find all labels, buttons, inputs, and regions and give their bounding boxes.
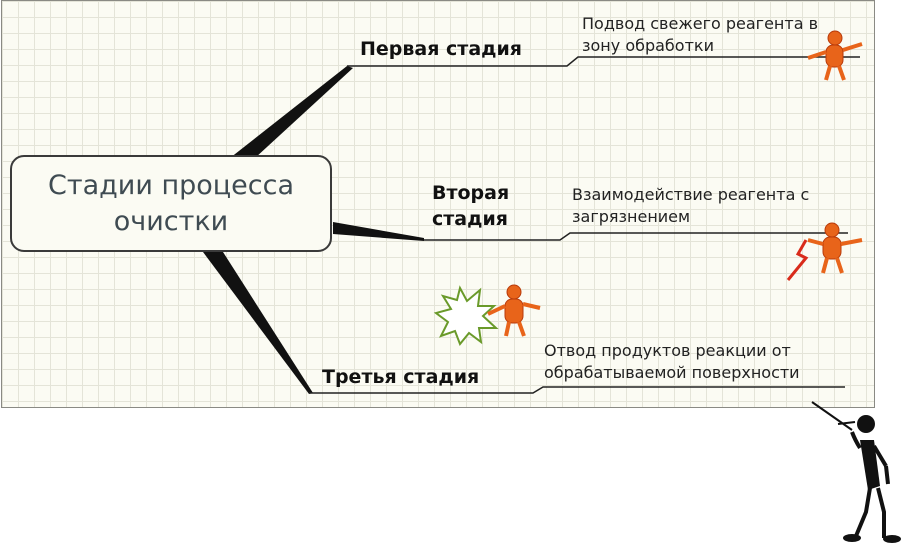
branch-connector-2	[333, 222, 424, 241]
branch-underline-2	[424, 232, 848, 241]
branch-note-1: Подвод свежего реагента в зону обработки	[582, 13, 818, 57]
branch-connector-1	[230, 66, 353, 158]
branch-note-2-line-1: Взаимодействие реагента с	[572, 185, 810, 204]
burst-icon	[433, 285, 499, 346]
branch-label-2[interactable]: Вторая стадия	[432, 180, 509, 232]
zigzag-icon	[786, 239, 809, 281]
reagent-figure-1	[807, 30, 863, 81]
branch-note-1-line-2: зону обработки	[582, 36, 714, 55]
central-topic-line-1: Стадии процесса	[47, 169, 294, 201]
branch-underline-1	[347, 56, 860, 67]
branch-note-3-line-2: обрабатываемой поверхности	[544, 363, 800, 382]
branch-label-2-line-1: Вторая	[432, 182, 510, 204]
branch-note-2-line-2: загрязнением	[572, 207, 691, 226]
branch-label-3[interactable]: Третья стадия	[322, 366, 480, 388]
reagent-figure-2	[786, 222, 863, 281]
branch-note-3-line-1: Отвод продуктов реакции от	[544, 341, 791, 360]
branch-note-2: Взаимодействие реагента с загрязнением	[572, 184, 809, 228]
branch-underline-3	[309, 386, 845, 394]
branch-label-2-line-2: стадия	[432, 208, 508, 230]
mind-map-canvas	[1, 0, 875, 408]
branch-connector-3	[203, 252, 313, 394]
branch-label-1[interactable]: Первая стадия	[360, 38, 523, 60]
branch-note-1-line-1: Подвод свежего реагента в	[582, 14, 819, 33]
central-topic[interactable]: Стадии процесса очистки	[10, 155, 332, 252]
reagent-figure-3	[487, 284, 541, 337]
pointing-stickman-icon	[811, 401, 901, 543]
central-topic-line-2: очистки	[113, 205, 229, 237]
branch-note-3: Отвод продуктов реакции от обрабатываемо…	[544, 340, 800, 384]
